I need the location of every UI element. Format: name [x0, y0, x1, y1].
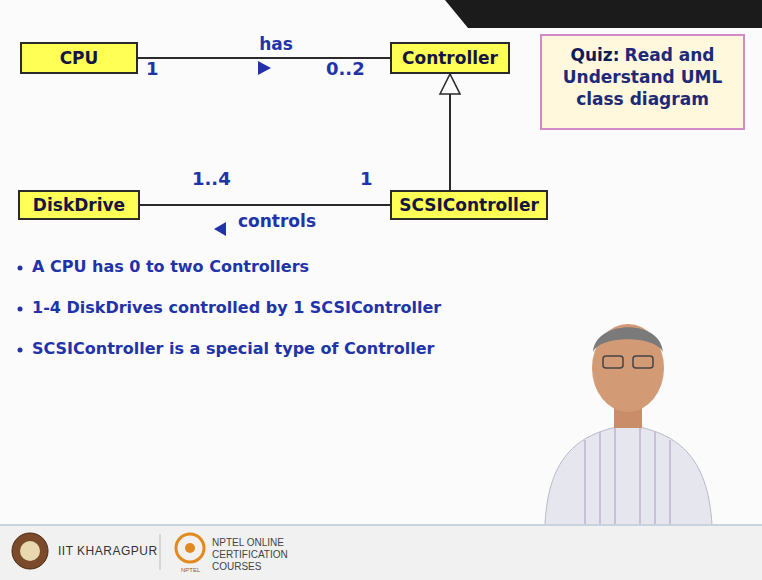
presenter-hair: [593, 327, 663, 352]
class-box: SCSIController: [390, 190, 548, 220]
footer-band: [0, 524, 762, 580]
glasses: [603, 356, 623, 368]
nptel-logo: [176, 534, 204, 562]
class-name: DiskDrive: [33, 195, 125, 215]
class-name: SCSIController: [399, 195, 539, 215]
quiz-text: Quiz:: [570, 45, 619, 65]
multiplicity: 1..4: [192, 168, 231, 189]
bullet-dot: [18, 307, 23, 312]
bullet-text: SCSIController is a special type of Cont…: [32, 339, 434, 358]
association-label: controls: [238, 211, 316, 231]
presenter-shirt: [545, 425, 712, 525]
bullet-text: 1-4 DiskDrives controlled by 1 SCSIContr…: [32, 298, 441, 317]
footer-text: NPTEL ONLINE CERTIFICATION COURSES: [212, 537, 332, 573]
footer-text: IIT KHARAGPUR: [58, 544, 158, 558]
shirt-stripes: [585, 428, 670, 525]
multiplicity: 1: [146, 58, 159, 79]
logo-text: NPTEL: [181, 567, 200, 573]
class-box: Controller: [390, 42, 510, 74]
class-name: Controller: [402, 48, 498, 68]
footer-divider: [160, 534, 161, 570]
direction-triangle: [214, 222, 226, 236]
class-name: CPU: [60, 48, 99, 68]
bullet-dot: [18, 348, 23, 353]
bullet-dot: [18, 266, 23, 271]
generalization-line: [449, 74, 451, 190]
quiz-box: Quiz:Read and Understand UML class diagr…: [540, 34, 745, 130]
class-box: CPU: [20, 42, 138, 74]
iit-logo-inner: [20, 541, 40, 561]
presenter: [545, 324, 712, 525]
iit-logo: [12, 533, 48, 569]
presenter-head: [592, 324, 664, 412]
direction-triangle: [258, 61, 271, 75]
nptel-logo-core: [185, 543, 195, 553]
association-label: has: [259, 34, 293, 54]
class-box: DiskDrive: [18, 190, 140, 220]
footer-rule: [0, 524, 762, 526]
multiplicity: 1: [360, 168, 373, 189]
header-band: [445, 0, 762, 28]
multiplicity: 0..2: [326, 58, 365, 79]
association-line: [140, 204, 390, 206]
glasses: [633, 356, 653, 368]
bullet-text: A CPU has 0 to two Controllers: [32, 257, 309, 276]
